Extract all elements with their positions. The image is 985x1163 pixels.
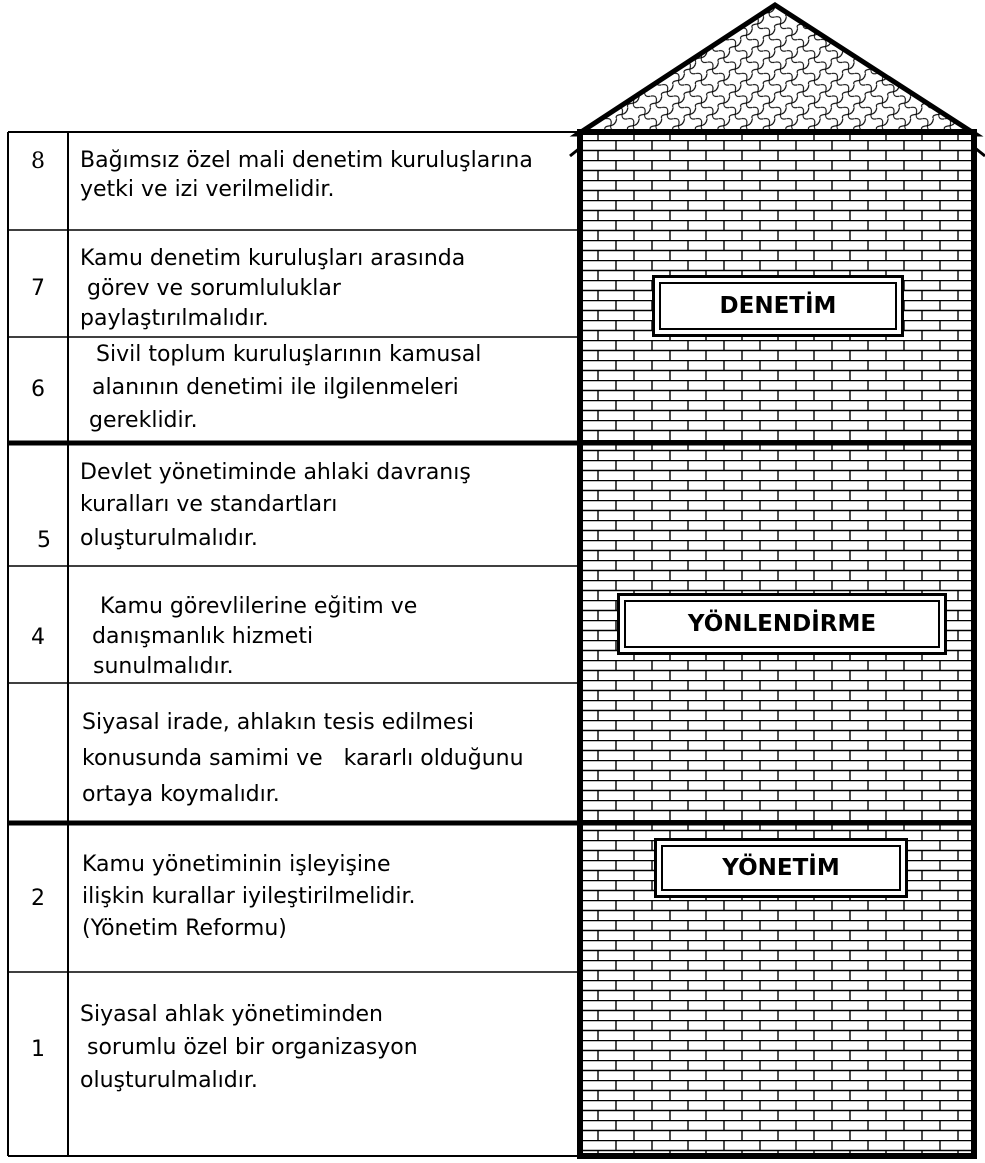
table-grid — [7, 131, 580, 1157]
label-yonlendirme: YÖNLENDİRME — [617, 593, 947, 655]
row-1-line-3: oluşturulmalıdır. — [80, 1068, 258, 1093]
row-5-line-3: oluşturulmalıdır. — [80, 526, 258, 551]
row-7-line-3: paylaştırılmalıdır. — [80, 306, 269, 331]
row-8-line-1: Bağımsız özel mali denetim kuruluşlarına — [80, 148, 533, 173]
row-3-line-2: konusunda samimi ve kararlı olduğunu — [82, 746, 524, 771]
label-denetim-text: DENETİM — [659, 282, 897, 330]
row-3-line-1: Siyasal irade, ahlakın tesis edilmesi — [82, 710, 475, 735]
roof — [569, 2, 984, 137]
row-6-line-2: alanının denetimi ile ilgilenmeleri — [92, 375, 459, 400]
row-3-line-3: ortaya koymalıdır. — [82, 782, 280, 807]
row-number-6: 6 — [31, 377, 45, 402]
row-number-2: 2 — [31, 886, 45, 911]
row-1-line-1: Siyasal ahlak yönetiminden — [80, 1002, 384, 1027]
row-2-line-1: Kamu yönetiminin işleyişine — [82, 852, 391, 877]
row-4-line-1: Kamu görevlilerine eğitim ve — [100, 594, 418, 619]
row-5-line-1: Devlet yönetiminde ahlaki davranış — [80, 460, 471, 485]
row-6-line-3: gereklidir. — [82, 408, 198, 433]
label-denetim: DENETİM — [652, 275, 904, 337]
row-2-line-2: ilişkin kurallar iyileştirilmelidir. — [82, 884, 416, 909]
row-1-line-2: sorumlu özel bir organizasyon — [80, 1035, 418, 1060]
label-yonetim: YÖNETİM — [654, 838, 908, 898]
row-4-line-2: danışmanlık hizmeti — [92, 624, 314, 649]
row-7-line-2: görev ve sorumluluklar — [80, 276, 341, 301]
row-4-line-3: sunulmalıdır. — [86, 654, 234, 679]
row-5-line-2: kuralları ve standartları — [80, 492, 338, 517]
row-7-line-1: Kamu denetim kuruluşları arasında — [80, 246, 466, 271]
row-number-7: 7 — [31, 276, 45, 301]
row-2-line-3: (Yönetim Reformu) — [82, 916, 287, 941]
row-number-8: 8 — [31, 149, 45, 174]
label-yonetim-text: YÖNETİM — [661, 845, 901, 891]
row-6-line-1: Sivil toplum kuruluşlarının kamusal — [96, 342, 482, 367]
row-number-5: 5 — [37, 528, 51, 553]
row-8-line-2: yetki ve izi verilmelidir. — [80, 177, 335, 202]
label-yonlendirme-text: YÖNLENDİRME — [624, 600, 940, 648]
row-number-1: 1 — [31, 1037, 45, 1062]
row-number-4: 4 — [31, 625, 45, 650]
